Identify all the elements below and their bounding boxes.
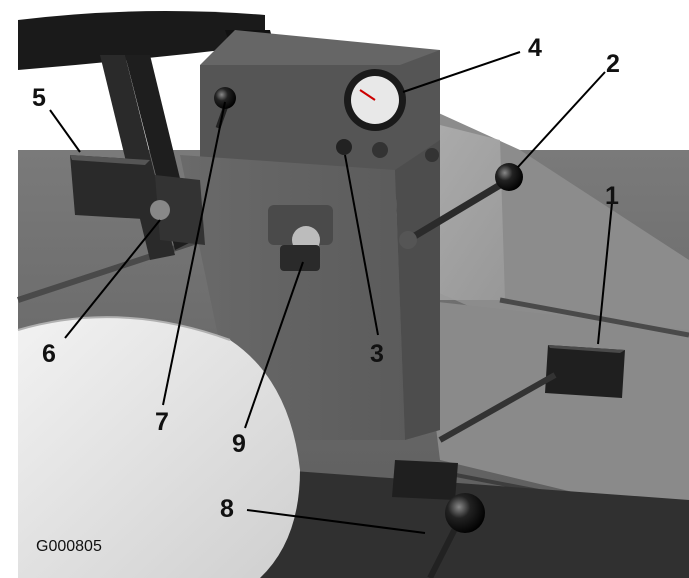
callout-8: 8 (220, 495, 234, 523)
photo-scene (17, 11, 689, 578)
leader-line-3 (344, 154, 379, 336)
leader-line-8 (246, 509, 426, 534)
callout-5: 5 (32, 84, 46, 112)
callout-3: 3 (370, 340, 384, 368)
figure-id: G000805 (36, 538, 102, 555)
callout-9: 9 (232, 430, 246, 458)
callout-4: 4 (528, 34, 542, 62)
callout-6: 6 (42, 340, 56, 368)
callout-2: 2 (606, 50, 620, 78)
callout-7: 7 (155, 408, 169, 436)
leader-line-7 (162, 101, 226, 406)
leader-line-1 (597, 202, 613, 345)
leader-line-9 (244, 261, 304, 429)
callout-1: 1 (605, 182, 619, 210)
leader-lines (49, 51, 613, 534)
leader-line-2 (517, 71, 606, 168)
leader-line-4 (402, 51, 521, 93)
leader-line-5 (49, 109, 81, 153)
leader-line-6 (64, 219, 161, 339)
